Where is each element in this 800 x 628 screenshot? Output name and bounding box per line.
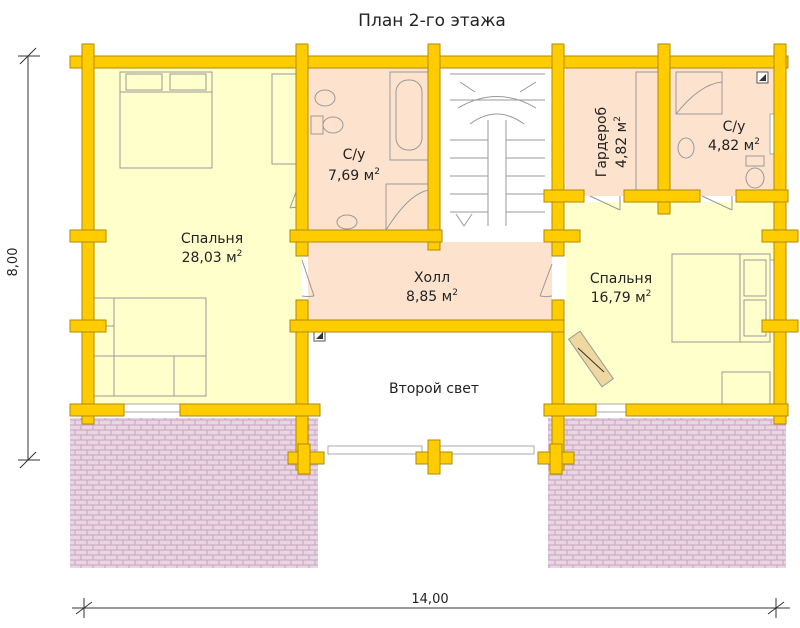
room-area: 28,03 м2: [182, 249, 243, 266]
bedroom-left-area: [94, 68, 302, 410]
plan-title: План 2-го этажа: [358, 11, 506, 31]
room-label-bedroom-left: Спальня 28,03 м2: [181, 231, 243, 266]
room-name: Холл: [414, 270, 450, 286]
shower-right: [675, 71, 723, 115]
room-area: 7,69 м2: [328, 167, 380, 184]
room-label-bedroom-right: Спальня 16,79 м2: [590, 271, 652, 306]
sink-right: [677, 137, 695, 159]
stair-area: [440, 68, 552, 234]
room-name: С/у: [723, 119, 746, 135]
log-walls: [69, 43, 799, 475]
terrace-right: [548, 418, 786, 568]
room-name: Спальня: [590, 271, 652, 287]
room-label-bath-center: С/у 7,69 м2: [328, 147, 380, 184]
room-name: Гардероб: [594, 107, 610, 177]
terrace-left: [70, 418, 318, 568]
room-area: 4,82 м2: [613, 116, 630, 168]
room-name: С/у: [343, 147, 366, 163]
dimension-width: 14,00: [411, 592, 448, 607]
room-area: 4,82 м2: [708, 137, 760, 154]
toilet-right: [745, 155, 765, 189]
bath-center-area: [308, 68, 434, 234]
hall-area: [308, 242, 552, 320]
room-area: 8,85 м2: [406, 288, 458, 305]
room-label-wardrobe: Гардероб 4,82 м2: [594, 107, 630, 177]
chaise-right: [567, 330, 615, 388]
sink-center: [336, 214, 358, 230]
wardrobe-area: [566, 68, 664, 196]
room-label-hall: Холл 8,85 м2: [406, 270, 458, 305]
room-label-second-light: Второй свет: [389, 381, 479, 397]
room-area: 16,79 м2: [591, 289, 652, 306]
room-label-bath-right: С/у 4,82 м2: [708, 119, 760, 154]
toilet-center: [310, 89, 344, 135]
room-name: Спальня: [181, 231, 243, 247]
bed-left: [119, 71, 213, 169]
dimension-depth: 8,00: [6, 248, 21, 277]
vent-icon: [756, 71, 769, 84]
dimension-lines: [18, 47, 790, 618]
staircase: [450, 73, 545, 227]
